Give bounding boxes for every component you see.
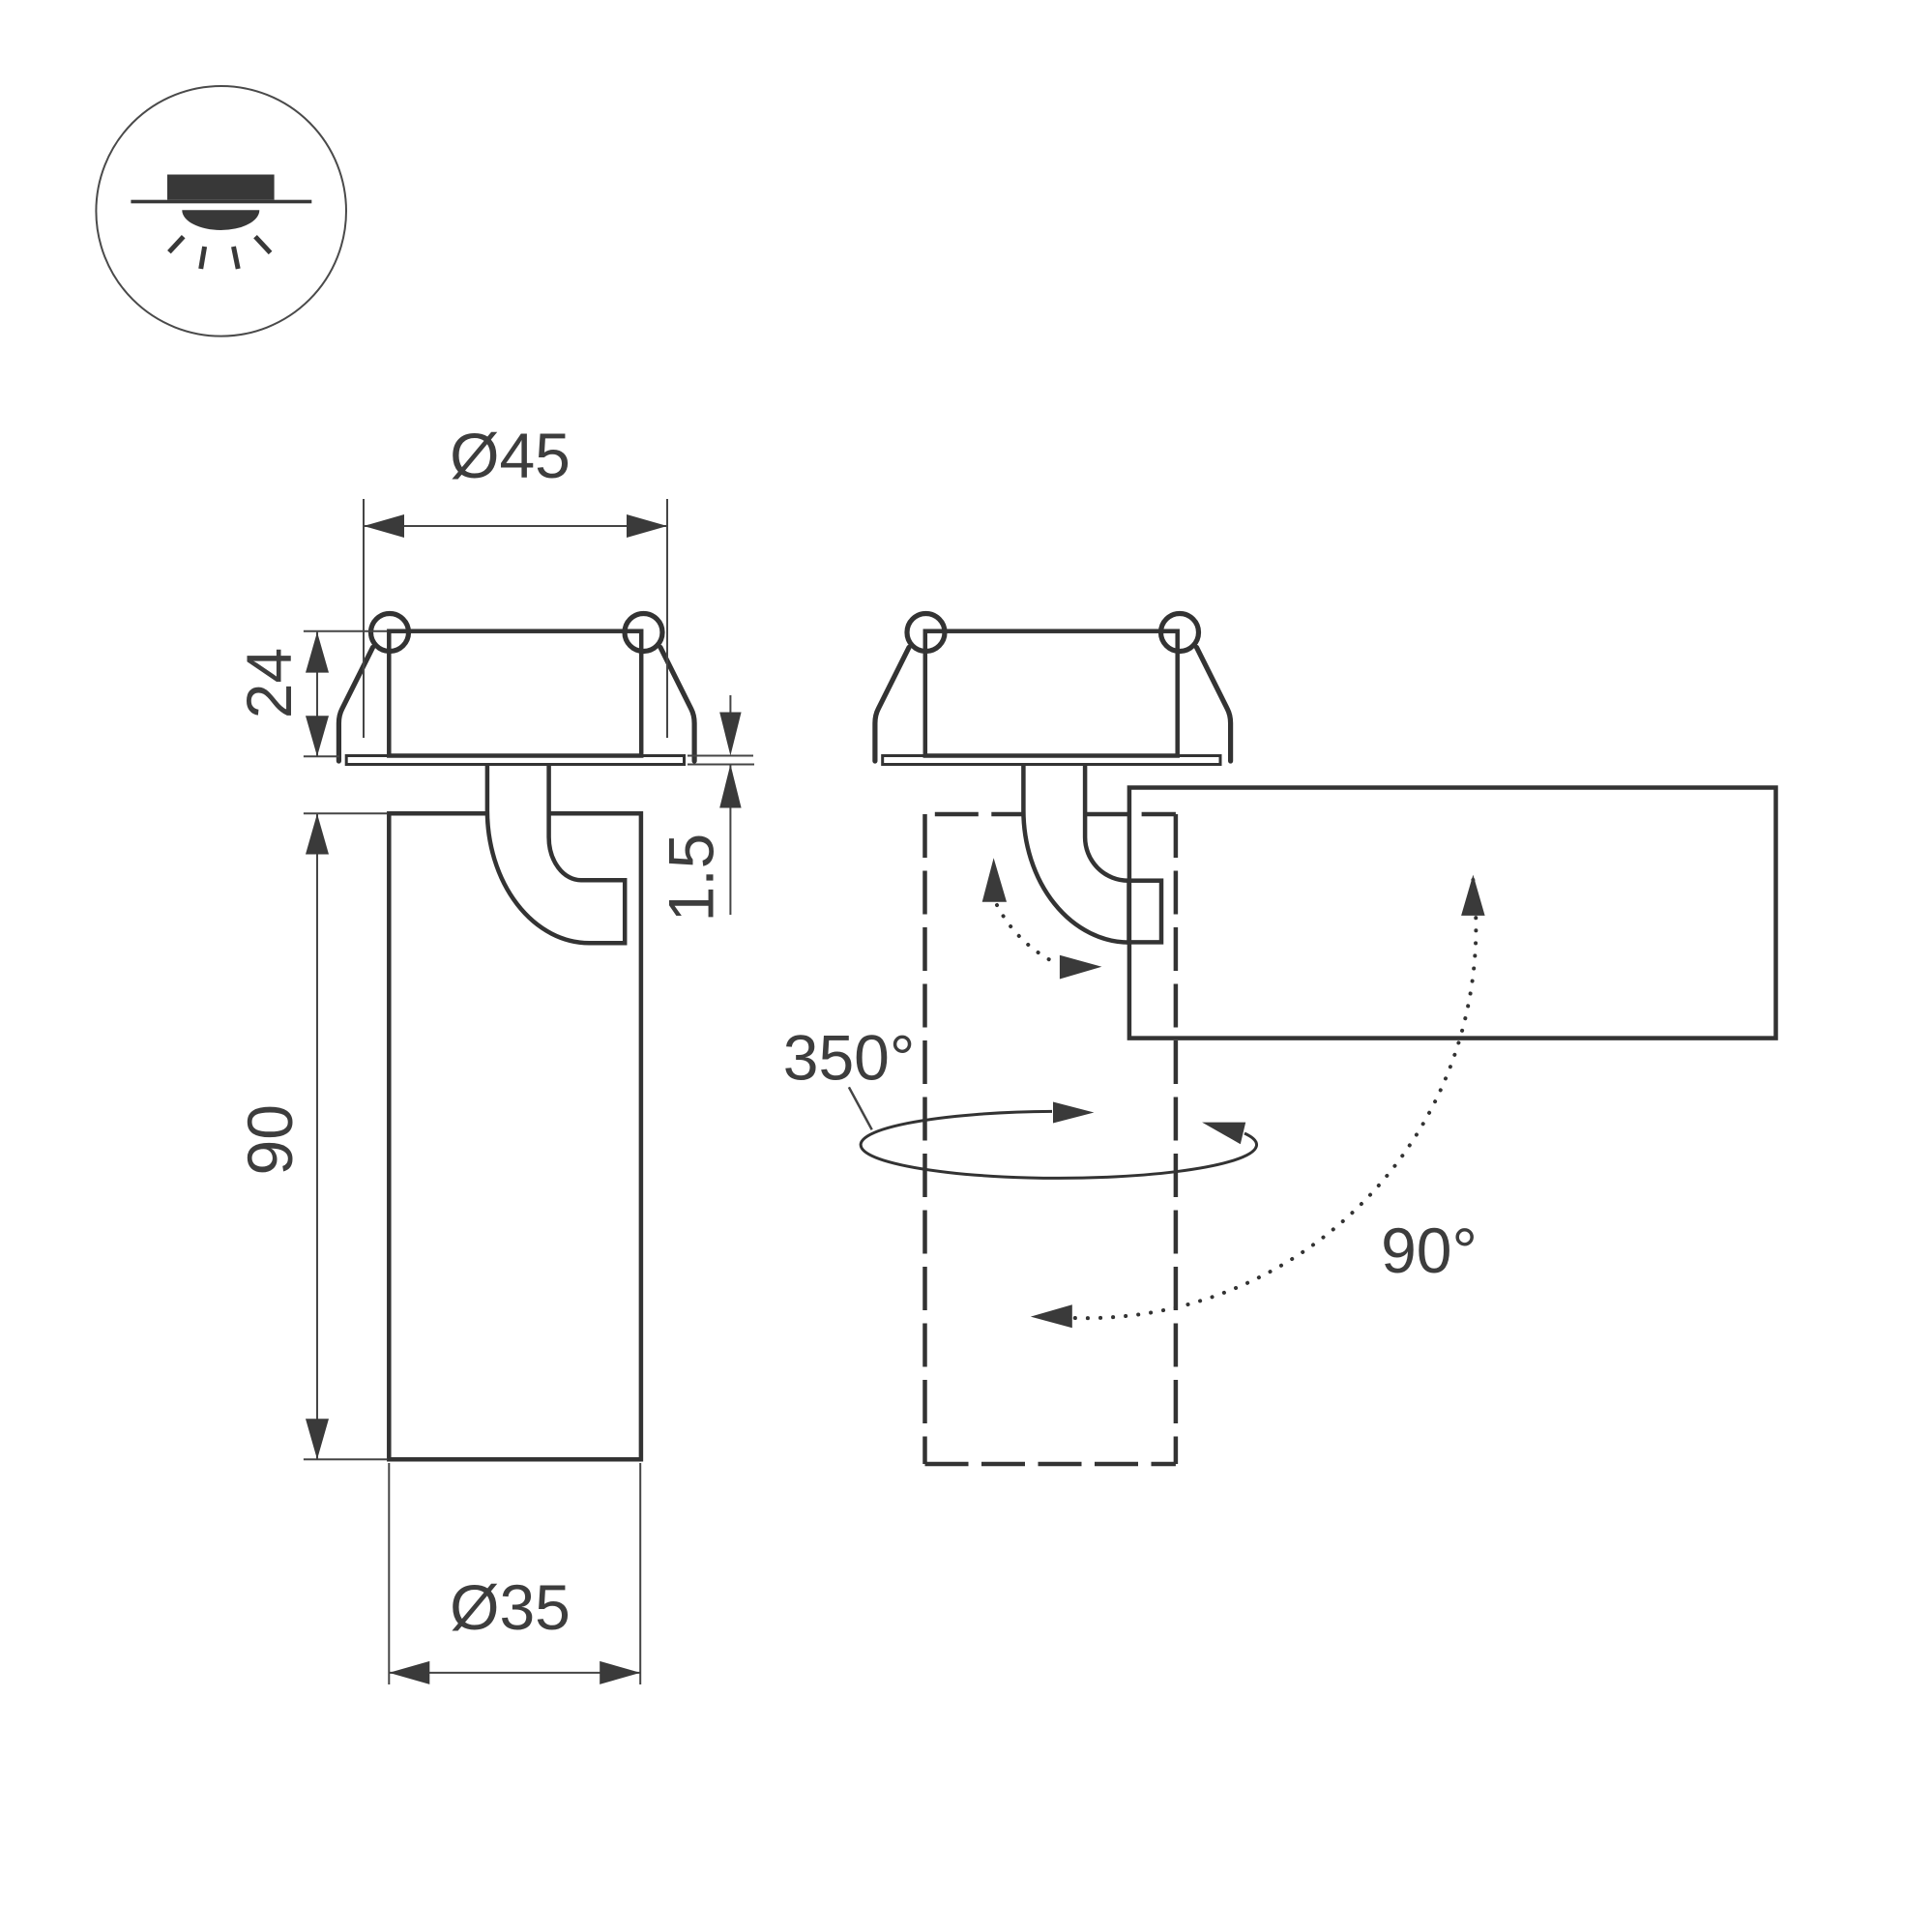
svg-text:90: 90: [234, 1104, 306, 1175]
svg-text:350°: 350°: [783, 1022, 916, 1094]
svg-text:24: 24: [233, 648, 305, 718]
svg-text:1.5: 1.5: [656, 834, 727, 922]
svg-text:90°: 90°: [1381, 1215, 1478, 1286]
svg-text:Ø45: Ø45: [450, 420, 571, 491]
svg-text:Ø35: Ø35: [450, 1571, 571, 1643]
